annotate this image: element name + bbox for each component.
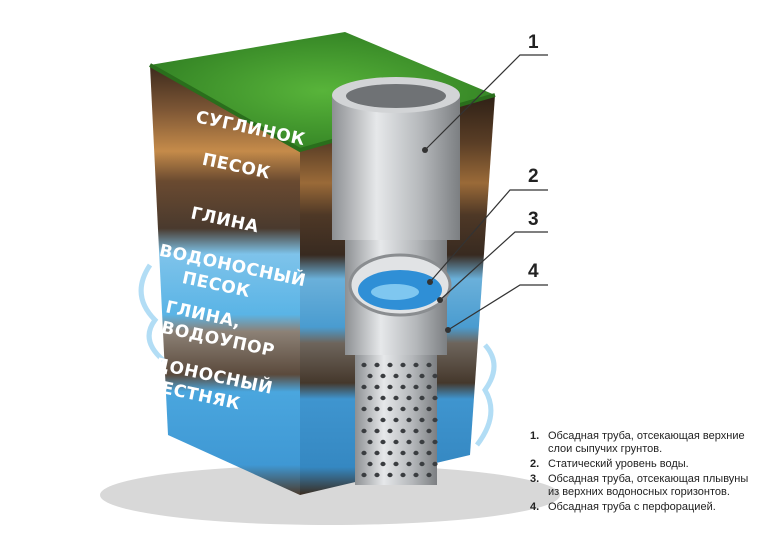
perforation-hole	[380, 395, 386, 401]
perforation-hole	[387, 384, 393, 390]
perforation-hole	[400, 428, 406, 434]
perforation-hole	[406, 395, 412, 401]
legend-item: 1. Обсадная труба, отсекающая верхние сл…	[530, 430, 760, 456]
soil-block-front	[150, 65, 300, 495]
perforation-hole	[413, 362, 419, 368]
perforated-pipe	[355, 355, 438, 485]
perforation-hole	[393, 373, 399, 379]
perforation-hole	[413, 450, 419, 456]
perforation-hole	[380, 373, 386, 379]
perforation-hole	[406, 417, 412, 423]
legend-item: 2. Статический уровень воды.	[530, 458, 760, 471]
perforation-hole	[361, 428, 367, 434]
perforation-hole	[426, 406, 432, 412]
perforation-hole	[361, 362, 367, 368]
legend-item-number: 4.	[530, 501, 540, 513]
perforation-hole	[432, 461, 438, 467]
perforation-hole	[406, 461, 412, 467]
perforation-hole	[419, 373, 425, 379]
perforation-hole	[374, 362, 380, 368]
perforation-hole	[380, 461, 386, 467]
callout-3: 3	[528, 209, 539, 230]
callout-1: 1	[528, 32, 539, 53]
callout-leaders	[424, 54, 548, 331]
perforation-hole	[419, 439, 425, 445]
callout-4: 4	[528, 261, 539, 282]
perforation-hole	[387, 428, 393, 434]
perforation-hole	[393, 417, 399, 423]
perforation-hole	[426, 450, 432, 456]
perforation-hole	[432, 395, 438, 401]
perforation-hole	[426, 384, 432, 390]
perforation-hole	[413, 406, 419, 412]
perforation-hole	[393, 395, 399, 401]
perforation-hole	[374, 428, 380, 434]
perforation-hole	[367, 373, 373, 379]
grass-top	[150, 32, 495, 150]
legend-item-text: Статический уровень воды.	[548, 458, 689, 470]
perforation-hole	[419, 395, 425, 401]
perforation-hole	[413, 428, 419, 434]
legend-item-text: Обсадная труба, отсекающая верхние слои …	[548, 430, 745, 455]
ground-shadow	[100, 465, 560, 525]
water-level-cutaway	[348, 253, 452, 317]
perforation-hole	[413, 472, 419, 478]
perforation-hole	[400, 362, 406, 368]
perforation-hole	[426, 472, 432, 478]
legend-item: 3. Обсадная труба, отсекающая плывуны из…	[530, 473, 760, 499]
perforation-hole	[432, 439, 438, 445]
perforation-hole	[361, 450, 367, 456]
perforation-hole	[361, 384, 367, 390]
legend-item: 4. Обсадная труба с перфорацией.	[530, 501, 760, 514]
casing-pipe-upper	[332, 77, 460, 240]
perforation-hole	[387, 472, 393, 478]
perforation-hole	[367, 395, 373, 401]
perforation-hole	[393, 461, 399, 467]
perforation-hole	[374, 472, 380, 478]
perforation-hole	[387, 362, 393, 368]
perforation-hole	[361, 472, 367, 478]
perforation-hole	[387, 406, 393, 412]
perforation-hole	[406, 373, 412, 379]
perforation-hole	[400, 472, 406, 478]
perforation-hole	[413, 384, 419, 390]
legend-item-text: Обсадная труба с перфорацией.	[548, 501, 716, 513]
legend: 1. Обсадная труба, отсекающая верхние сл…	[530, 430, 760, 516]
perforation-hole	[393, 439, 399, 445]
perforation-hole	[367, 417, 373, 423]
perforation-hole	[387, 450, 393, 456]
legend-item-text: Обсадная труба, отсекающая плывуны из ве…	[548, 473, 749, 498]
perforation-hole	[367, 461, 373, 467]
perforation-hole	[432, 417, 438, 423]
perforation-hole	[406, 439, 412, 445]
perforation-hole	[374, 406, 380, 412]
perforation-hole	[367, 439, 373, 445]
perforation-hole	[426, 362, 432, 368]
perforation-hole	[426, 428, 432, 434]
perforation-hole	[361, 406, 367, 412]
perforation-hole	[400, 384, 406, 390]
perforation-hole	[374, 450, 380, 456]
legend-item-number: 2.	[530, 458, 540, 470]
perforation-hole	[419, 461, 425, 467]
callout-2: 2	[528, 166, 539, 187]
perforation-hole	[432, 373, 438, 379]
perforation-hole	[400, 406, 406, 412]
perforation-hole	[419, 417, 425, 423]
perforation-hole	[374, 384, 380, 390]
legend-item-number: 3.	[530, 473, 540, 485]
legend-item-number: 1.	[530, 430, 540, 442]
perforation-hole	[400, 450, 406, 456]
perforation-hole	[380, 439, 386, 445]
perforation-hole	[380, 417, 386, 423]
